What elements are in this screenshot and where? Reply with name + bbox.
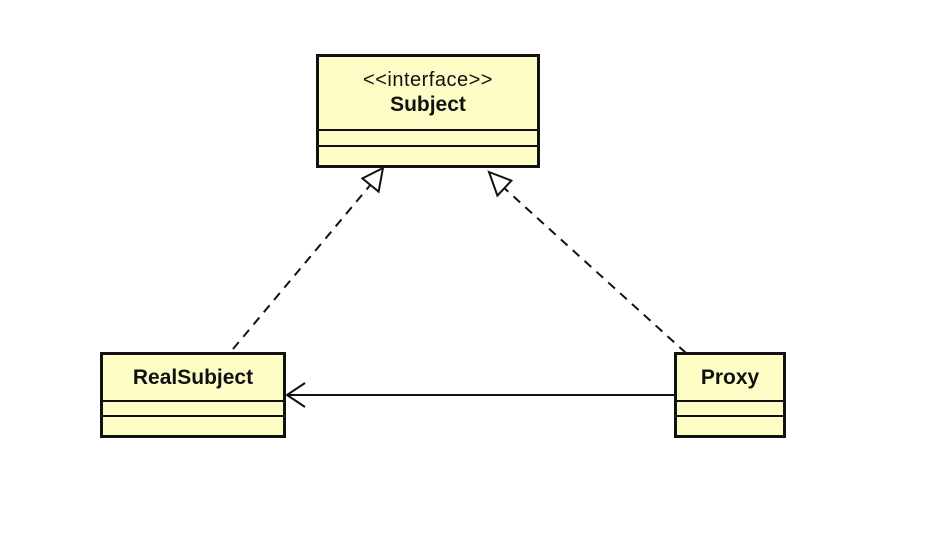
operations-compartment	[319, 145, 537, 165]
class-header: RealSubject	[103, 355, 283, 400]
class-name: RealSubject	[132, 366, 254, 389]
class-header: Proxy	[677, 355, 783, 400]
attributes-compartment	[319, 129, 537, 145]
attributes-compartment	[103, 400, 283, 415]
class-name: Subject	[390, 93, 466, 116]
realization-line	[501, 185, 687, 354]
realsubject-class[interactable]: RealSubject	[100, 352, 286, 438]
attributes-compartment	[677, 400, 783, 415]
association-proxy-to-realsubject[interactable]	[285, 382, 675, 408]
subject-interface-class[interactable]: <<interface>> Subject	[316, 54, 540, 168]
stereotype-label: <<interface>>	[363, 69, 493, 91]
hollow-triangle-arrowhead	[487, 170, 514, 198]
operations-compartment	[677, 415, 783, 435]
open-arrowhead	[285, 382, 306, 408]
realization-proxy-to-subject[interactable]	[487, 170, 687, 354]
operations-compartment	[103, 415, 283, 435]
class-header: <<interface>> Subject	[319, 57, 537, 129]
hollow-triangle-arrowhead	[360, 166, 385, 194]
class-name: Proxy	[700, 366, 760, 389]
proxy-class[interactable]: Proxy	[674, 352, 786, 438]
realization-realsubject-to-subject[interactable]	[232, 166, 385, 350]
realization-line	[232, 182, 373, 350]
